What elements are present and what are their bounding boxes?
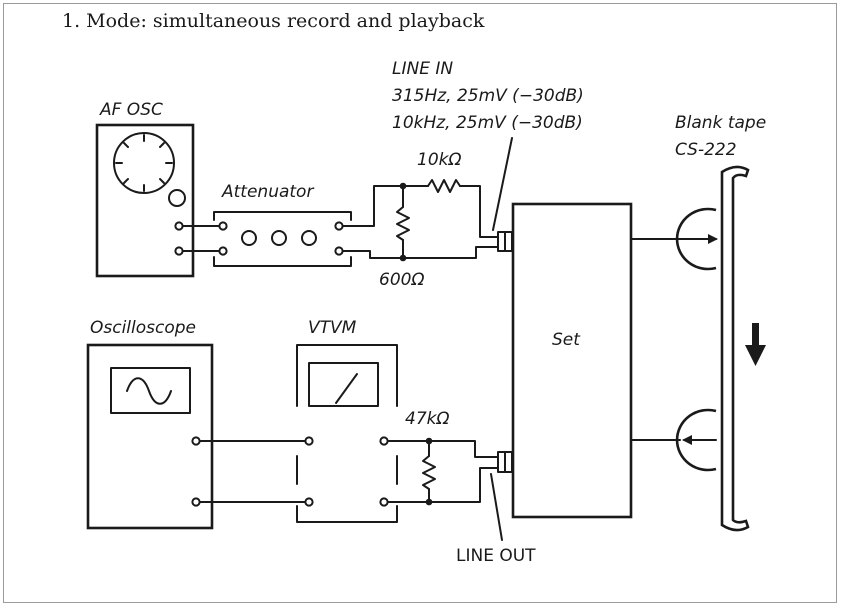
vtvm-label: VTVM <box>308 318 357 338</box>
af-oscillator <box>95 123 195 278</box>
line-in-spec-2: 10kHz, 25mV (−30dB) <box>392 113 583 133</box>
shunt-resistor-label: 600Ω <box>379 270 424 290</box>
set-label: Set <box>552 330 581 350</box>
line-out-label: LINE OUT <box>456 546 536 566</box>
series-resistor-label: 10kΩ <box>417 150 461 170</box>
oscilloscope <box>86 343 214 530</box>
line-out-pointer <box>490 473 503 541</box>
line-in-pointer <box>492 137 513 231</box>
output-network <box>387 437 513 541</box>
load-resistor <box>422 455 436 490</box>
oscilloscope-label: Oscilloscope <box>90 318 196 338</box>
af-osc-label: AF OSC <box>99 100 163 120</box>
blank-tape-label: Blank tape <box>675 113 766 133</box>
load-resistor-label: 47kΩ <box>405 409 449 429</box>
dial-ticks-icon <box>115 134 173 192</box>
input-network <box>342 137 513 262</box>
attenuator-label: Attenuator <box>221 182 314 202</box>
vtvm <box>296 344 398 523</box>
sine-wave-icon <box>126 377 172 405</box>
attenuator <box>213 211 352 267</box>
meter-needle-icon <box>335 373 358 404</box>
tape <box>630 165 766 532</box>
tape-direction-arrow-icon <box>745 323 766 366</box>
series-resistor <box>427 179 461 193</box>
line-in-label: LINE IN <box>392 59 453 79</box>
diagram-title: 1. Mode: simultaneous record and playbac… <box>62 10 485 32</box>
knob-icon <box>168 189 186 207</box>
shunt-resistor <box>396 206 410 241</box>
tape-model-label: CS-222 <box>675 140 737 160</box>
set-unit: Set <box>511 202 633 519</box>
line-in-spec-1: 315Hz, 25mV (−30dB) <box>392 86 584 106</box>
